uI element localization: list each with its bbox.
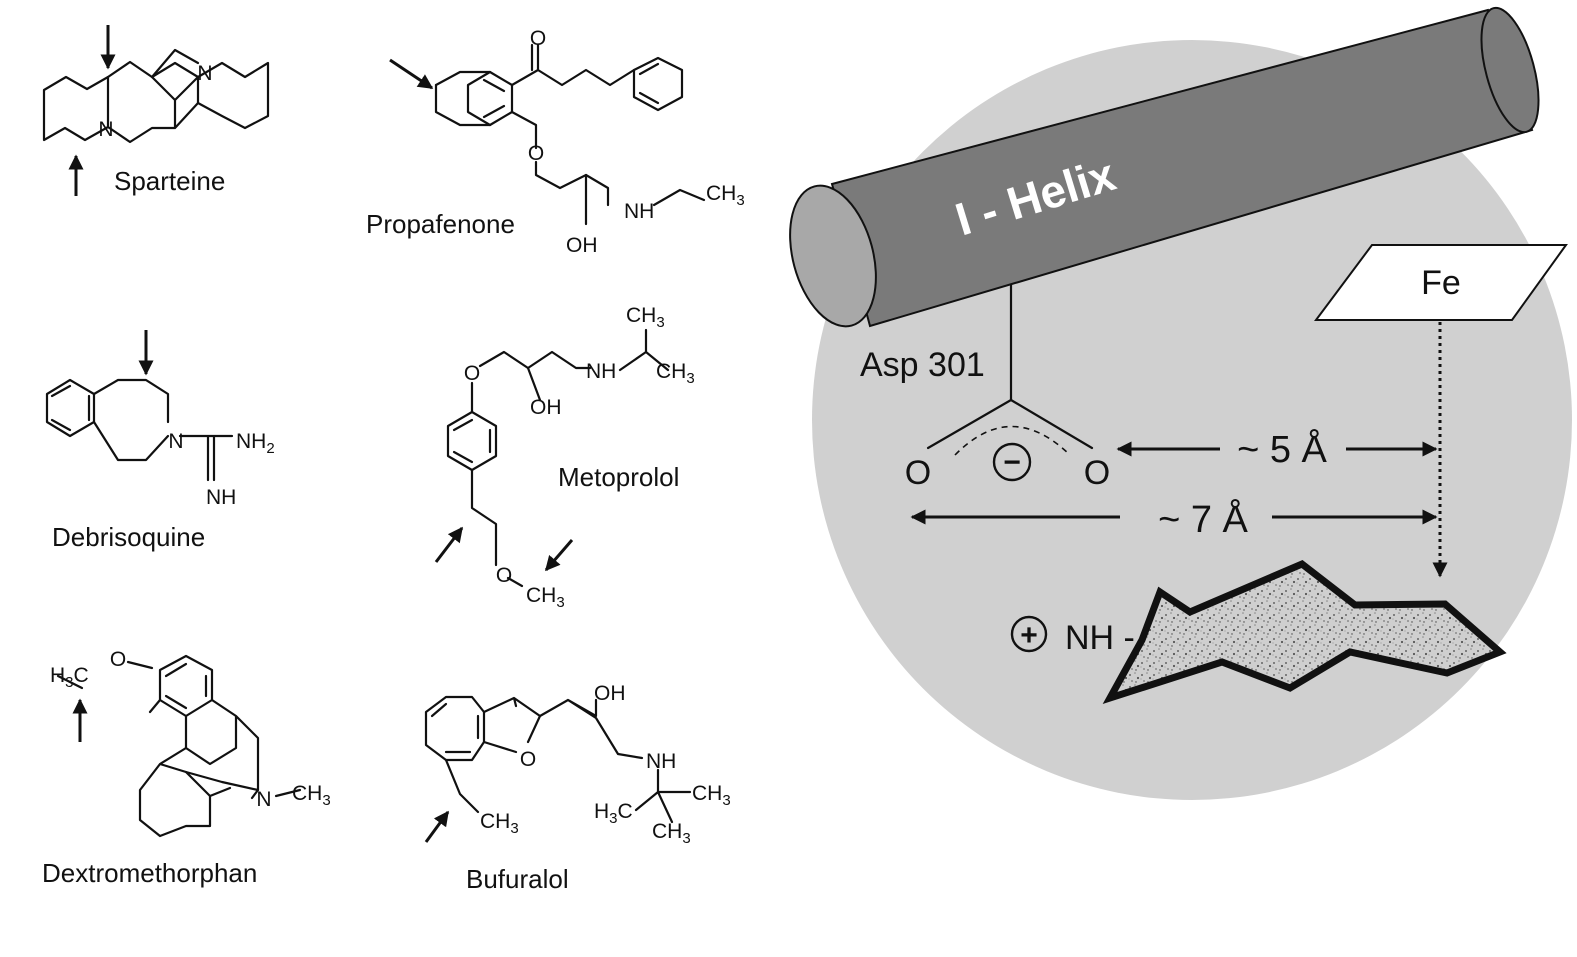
propafenone-oh: OH — [566, 234, 598, 257]
bufuralol-arrow — [424, 810, 450, 843]
metoprolol-oh: OH — [530, 396, 562, 419]
bufuralol-o-ring: O — [520, 748, 536, 771]
metoprolol-nh: NH — [586, 360, 616, 383]
heme-plane — [1314, 244, 1568, 321]
metoprolol-ch3-right: CH3 — [656, 360, 695, 387]
propafenone-o-keto: O — [530, 27, 546, 50]
carboxylate-oxygen-left: O — [905, 454, 931, 492]
sparteine-n1: N — [98, 118, 113, 141]
propafenone-label: Propafenone — [366, 209, 515, 239]
metoprolol-o-ether: O — [464, 362, 480, 385]
bufuralol-structure: O OH NH CH3 H3C CH3 CH3 Bufuralol — [424, 682, 731, 894]
bufuralol-label: Bufuralol — [466, 864, 569, 894]
active-site-model: I - Helix Asp 301 O O − Fe ~ 5 Å ~ 7 Å +… — [789, 6, 1572, 800]
metoprolol-ch3-methoxy: CH3 — [526, 584, 565, 611]
metoprolol-structure: O NH CH3 CH3 OH O CH3 Metoprolol — [434, 304, 695, 611]
carboxylate-oxygen-right: O — [1084, 454, 1110, 492]
substrate-nh-label: NH - — [1065, 619, 1135, 657]
residue-label: Asp 301 — [860, 346, 985, 384]
sparteine-n2: N — [197, 62, 212, 85]
i-helix-cylinder: I - Helix — [789, 6, 1540, 328]
debrisoquine-label: Debrisoquine — [52, 522, 205, 552]
bufuralol-h3c: H3C — [594, 800, 633, 827]
dextromethorphan-h3c: H3C — [50, 664, 89, 691]
metoprolol-arrow-right — [544, 539, 574, 572]
bufuralol-ch3-ethyl: CH3 — [480, 810, 519, 837]
dextromethorphan-ch3: CH3 — [292, 782, 331, 809]
negative-charge: − — [1003, 446, 1021, 479]
propafenone-nh: NH — [624, 200, 654, 223]
bufuralol-ch3-a: CH3 — [692, 782, 731, 809]
bufuralol-oh: OH — [594, 682, 626, 705]
dextromethorphan-o: O — [110, 648, 126, 671]
debrisoquine-n: N — [168, 430, 183, 453]
positive-charge-circle — [1010, 615, 1048, 653]
bufuralol-nh: NH — [646, 750, 676, 773]
metoprolol-o-methoxy: O — [496, 564, 512, 587]
metoprolol-ch3-top: CH3 — [626, 304, 665, 331]
sparteine-label: Sparteine — [114, 166, 225, 196]
propafenone-o-ether: O — [528, 142, 544, 165]
debrisoquine-nh: NH — [206, 486, 236, 509]
metoprolol-label: Metoprolol — [558, 462, 679, 492]
positive-charge: + — [1020, 619, 1038, 652]
propafenone-arrow — [389, 58, 434, 90]
bufuralol-ch3-b: CH3 — [652, 820, 691, 847]
sparteine-structure: N N Sparteine — [42, 25, 270, 196]
distance-7-angstrom: ~ 7 Å — [1158, 497, 1248, 541]
propafenone-ch3: CH3 — [706, 182, 745, 209]
distance-5-angstrom: ~ 5 Å — [1237, 427, 1327, 471]
iron-label: Fe — [1421, 264, 1461, 302]
debrisoquine-nh2: NH2 — [236, 430, 275, 457]
metoprolol-arrow-left — [434, 526, 464, 563]
negative-charge-circle — [992, 442, 1032, 482]
dextromethorphan-n: N — [256, 788, 271, 811]
dextromethorphan-structure: H3C O N CH3 Dextromethorphan — [42, 648, 331, 888]
propafenone-structure: O O NH CH3 OH Propafenone — [366, 27, 745, 257]
substrate-shape — [1102, 559, 1507, 705]
debrisoquine-structure: N NH2 NH Debrisoquine — [45, 330, 275, 552]
dextromethorphan-label: Dextromethorphan — [42, 858, 257, 888]
